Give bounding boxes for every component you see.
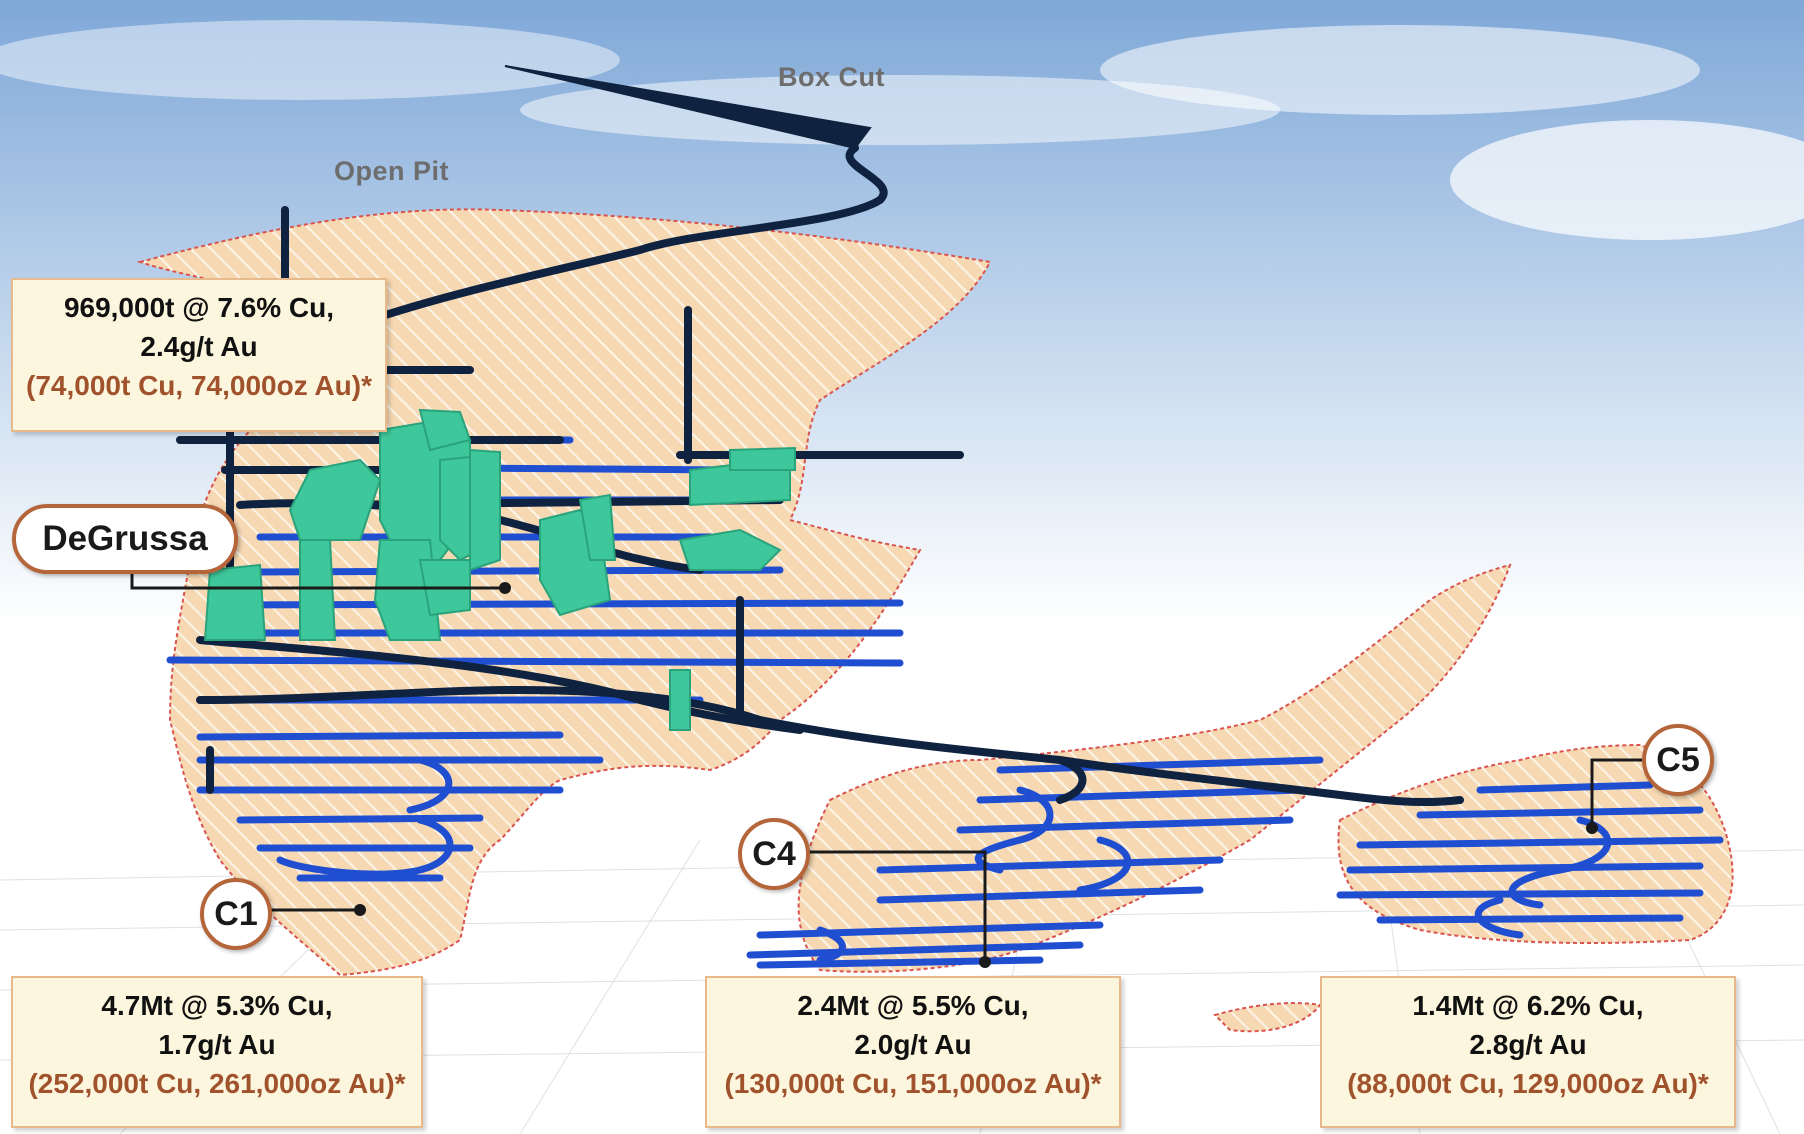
c5-contained-metal: (88,000t Cu, 129,000oz Au)* <box>1347 1068 1709 1099</box>
c5-gold-grade: 2.8g/t Au <box>1469 1029 1587 1060</box>
box-cut-label: Box Cut <box>778 62 885 92</box>
lower-orebody-fragment <box>1213 1002 1322 1033</box>
degrussa-gold-grade: 2.4g/t Au <box>140 331 258 362</box>
c5-info-box: 1.4Mt @ 6.2% Cu, 2.8g/t Au (88,000t Cu, … <box>1320 976 1736 1128</box>
cloud <box>520 75 1280 145</box>
c4-grade: 2.4Mt @ 5.5% Cu, <box>797 990 1029 1021</box>
cloud <box>1100 25 1700 115</box>
open-pit-label: Open Pit <box>334 156 450 186</box>
degrussa-grade: 969,000t @ 7.6% Cu, <box>63 292 335 323</box>
cloud <box>0 20 620 100</box>
degrussa-info-box: 969,000t @ 7.6% Cu, 2.4g/t Au (74,000t C… <box>11 278 387 432</box>
degrussa-callout: DeGrussa <box>12 504 238 574</box>
c4-contained-metal: (130,000t Cu, 151,000oz Au)* <box>724 1068 1102 1099</box>
c4-callout: C4 <box>738 818 810 890</box>
stopes <box>203 408 796 731</box>
c1-contained-metal: (252,000t Cu, 261,000oz Au)* <box>28 1068 406 1099</box>
c4-gold-grade: 2.0g/t Au <box>854 1029 972 1060</box>
c5-callout: C5 <box>1642 724 1714 796</box>
c1-grade: 4.7Mt @ 5.3% Cu, <box>101 990 333 1021</box>
c1-callout: C1 <box>200 878 272 950</box>
c1-info-box: 4.7Mt @ 5.3% Cu, 1.7g/t Au (252,000t Cu,… <box>11 976 423 1128</box>
degrussa-contained-metal: (74,000t Cu, 74,000oz Au)* <box>26 370 372 401</box>
c1-gold-grade: 1.7g/t Au <box>158 1029 276 1060</box>
c4-info-box: 2.4Mt @ 5.5% Cu, 2.0g/t Au (130,000t Cu,… <box>705 976 1121 1128</box>
cloud <box>1450 120 1804 240</box>
c5-grade: 1.4Mt @ 6.2% Cu, <box>1412 990 1644 1021</box>
leader-points <box>354 582 1598 968</box>
